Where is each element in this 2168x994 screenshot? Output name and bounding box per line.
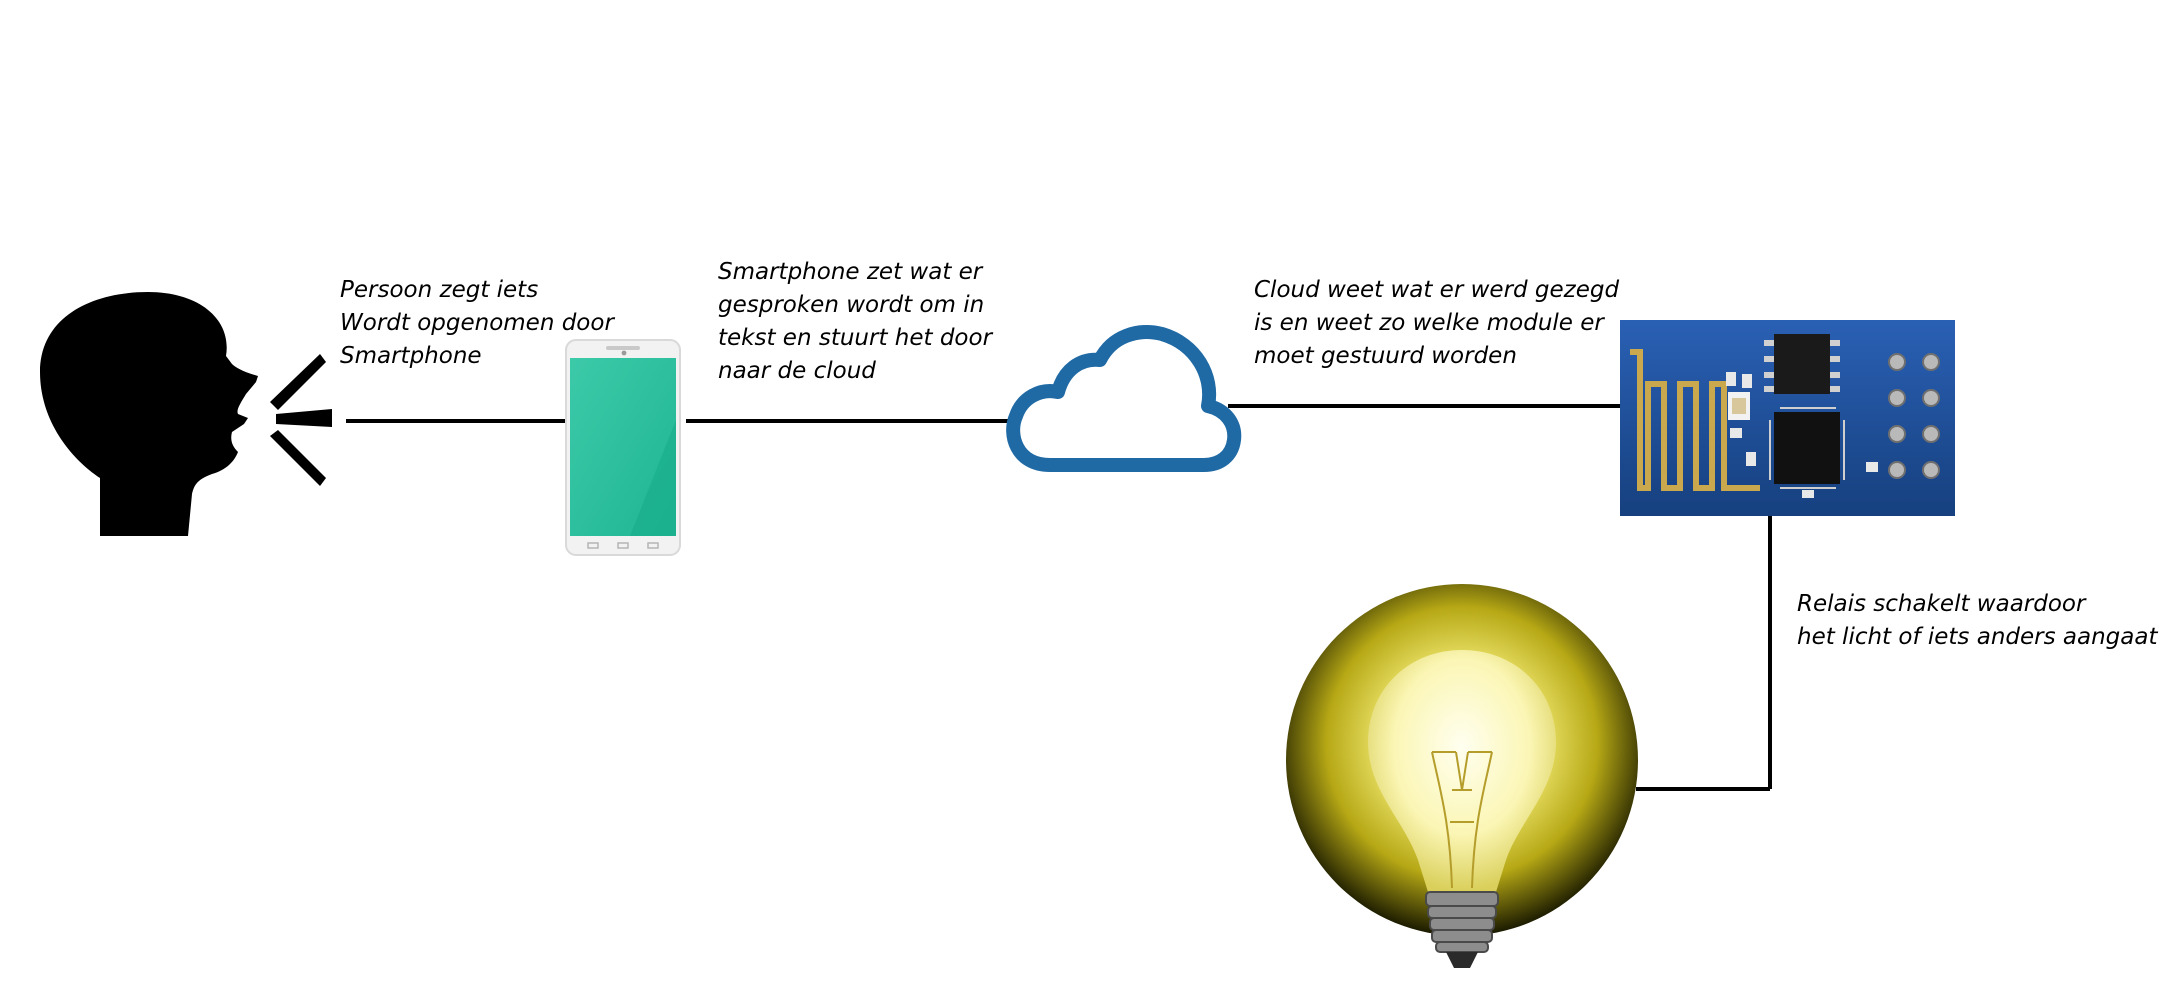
caption-line: het licht of iets anders aangaat (1797, 624, 2158, 650)
caption-line: Smartphone (340, 343, 482, 369)
caption-line: Smartphone zet wat er (718, 259, 983, 285)
caption-line: Persoon zegt iets (340, 277, 539, 303)
caption-smartphone: Smartphone zet wat er gesproken wordt om… (718, 256, 992, 388)
caption-line: naar de cloud (718, 358, 876, 384)
connector-lines (346, 404, 1772, 791)
caption-line: is en weet zo welke module er (1254, 310, 1604, 336)
caption-line: Cloud weet wat er werd gezegd (1254, 277, 1620, 303)
caption-line: Relais schakelt waardoor (1797, 591, 2086, 617)
speaking-head-icon (40, 292, 332, 536)
caption-line: moet gestuurd worden (1254, 343, 1517, 369)
caption-line: Wordt opgenomen door (340, 310, 614, 336)
caption-person: Persoon zegt iets Wordt opgenomen door S… (340, 274, 614, 373)
cloud-icon (1006, 325, 1242, 472)
smartphone-icon (565, 339, 681, 556)
caption-relay: Relais schakelt waardoor het licht of ie… (1797, 588, 2157, 654)
light-bulb-icon (1286, 584, 1638, 968)
caption-line: tekst en stuurt het door (718, 325, 993, 351)
caption-line: gesproken wordt om in (718, 292, 985, 318)
caption-cloud: Cloud weet wat er werd gezegd is en weet… (1254, 274, 1619, 373)
wifi-module-icon (1620, 320, 1955, 516)
